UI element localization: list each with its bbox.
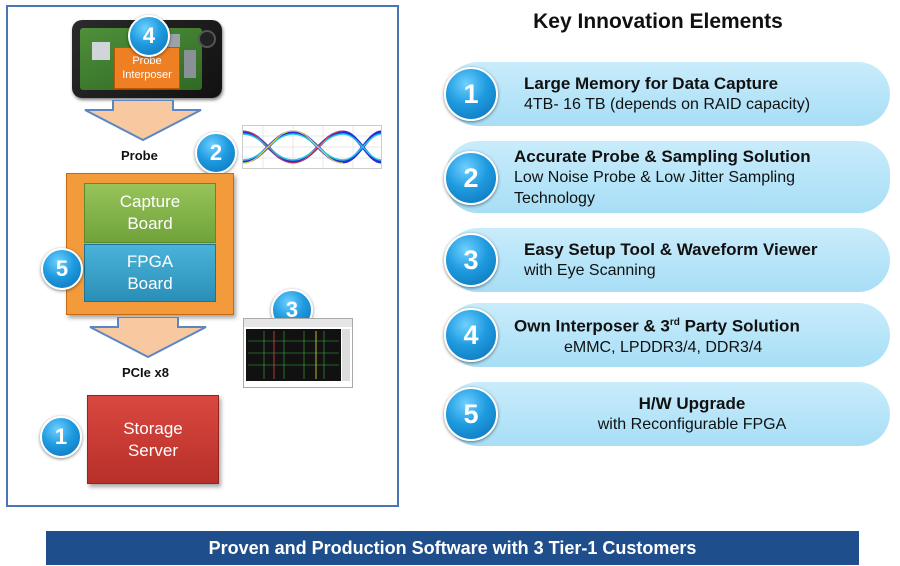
storage-server: Storage Server — [87, 395, 219, 484]
item-subtext: with Reconfigurable FPGA — [597, 416, 787, 433]
item-heading: H/W Upgrade — [638, 394, 746, 413]
pcb-chip — [184, 50, 196, 78]
innovation-item-4: 4 Own Interposer & 3rd Party Solution eM… — [444, 303, 890, 367]
probe-label: Probe — [121, 148, 158, 163]
item-heading: Easy Setup Tool & Waveform Viewer — [524, 240, 818, 259]
badge-1: 1 — [40, 416, 82, 458]
pcb-chip — [92, 42, 110, 60]
innovation-item-2: 2 Accurate Probe & Sampling Solution Low… — [444, 141, 890, 213]
pcie-label: PCIe x8 — [122, 365, 169, 380]
item-number-badge: 5 — [444, 387, 498, 441]
item-subtext: 4TB- 16 TB (depends on RAID capacity) — [524, 96, 811, 113]
item-heading-post: Party Solution — [679, 316, 800, 336]
fpga-board: FPGA Board — [84, 244, 216, 302]
down-arrow-icon — [89, 317, 207, 359]
item-number-badge: 3 — [444, 233, 498, 287]
badge-5: 5 — [41, 248, 83, 290]
waveform-viewer-image — [243, 318, 353, 388]
innovation-item-3: 3 Easy Setup Tool & Waveform Viewer with… — [444, 228, 890, 292]
item-heading-sup: rd — [669, 317, 680, 329]
capture-board: Capture Board — [84, 183, 216, 243]
system-diagram-frame — [6, 5, 399, 507]
item-heading: Own Interposer & 3rd Party Solution — [514, 312, 800, 337]
fpga-board-line2: Board — [127, 274, 173, 293]
item-subtext: with Eye Scanning — [524, 262, 656, 279]
down-arrow-icon — [84, 100, 202, 142]
fpga-board-line1: FPGA — [126, 252, 174, 271]
item-heading-pre: Own Interposer & 3 — [514, 316, 670, 336]
camera-icon — [198, 30, 216, 48]
item-subtext: Low Noise Probe & Low Jitter Sampling Te… — [514, 168, 796, 207]
badge-4: 4 — [128, 15, 170, 57]
innovation-item-1: 1 Large Memory for Data Capture 4TB- 16 … — [444, 62, 890, 126]
interposer-label-line1: Probe — [132, 55, 162, 67]
interposer-label-line2: Interposer — [122, 69, 172, 81]
innovation-item-5: 5 H/W Upgrade with Reconfigurable FPGA — [444, 382, 890, 446]
item-subtext: eMMC, LPDDR3/4, DDR3/4 — [564, 338, 763, 356]
item-number-badge: 1 — [444, 67, 498, 121]
capture-board-line2: Board — [127, 214, 173, 233]
storage-server-line1: Storage — [123, 418, 183, 438]
capture-board-line1: Capture — [119, 192, 181, 211]
badge-2: 2 — [195, 132, 237, 174]
storage-server-line2: Server — [127, 440, 179, 460]
item-number-badge: 2 — [444, 151, 498, 205]
item-heading: Large Memory for Data Capture — [524, 74, 779, 93]
eye-diagram-image — [242, 125, 382, 169]
item-heading: Accurate Probe & Sampling Solution — [514, 146, 811, 166]
key-innovation-title: Key Innovation Elements — [533, 10, 783, 33]
item-number-badge: 4 — [444, 308, 498, 362]
footer-banner: Proven and Production Software with 3 Ti… — [46, 531, 859, 565]
